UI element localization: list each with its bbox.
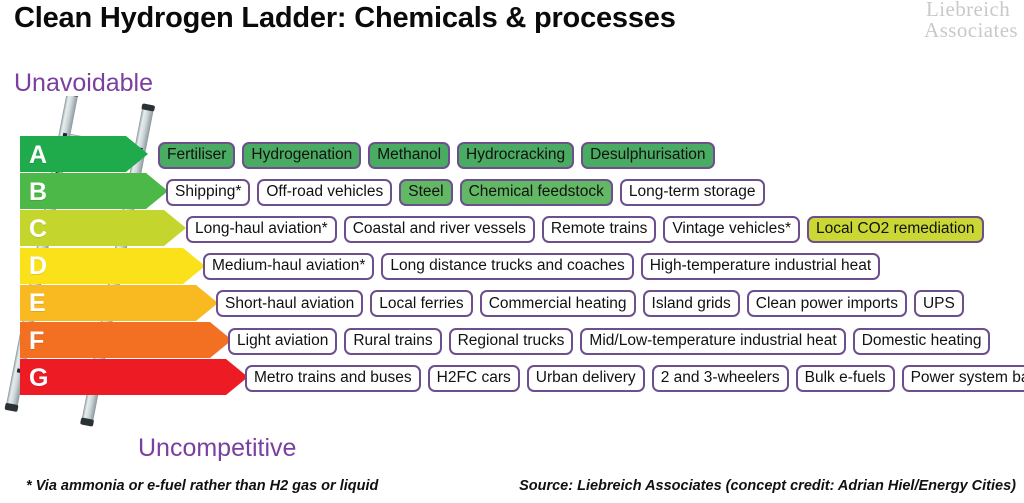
page-title: Clean Hydrogen Ladder: Chemicals & proce… xyxy=(14,2,676,34)
source-text: Source: Liebreich Associates (concept cr… xyxy=(519,478,1016,494)
use-case-pill[interactable]: Long-term storage xyxy=(619,178,765,206)
grade-letter-b: B xyxy=(29,177,48,206)
use-case-pill[interactable]: Local CO2 remediation xyxy=(807,215,984,243)
use-case-pill[interactable]: Long distance trucks and coaches xyxy=(381,253,634,281)
grade-items-c: Long-haul aviation*Coastal and river ves… xyxy=(186,210,984,248)
use-case-pill[interactable]: Power system balancing xyxy=(901,364,1024,392)
grade-letter-d: D xyxy=(29,252,48,281)
use-case-pill[interactable]: Hydrocracking xyxy=(457,141,575,169)
grade-letter-f: F xyxy=(29,326,45,355)
use-case-pill[interactable]: Regional trucks xyxy=(448,327,574,355)
use-case-pill[interactable]: Steel xyxy=(399,178,453,206)
use-case-pill[interactable]: Domestic heating xyxy=(852,327,991,355)
use-case-pill[interactable]: Desulphurisation xyxy=(581,141,715,169)
axis-label-uncompetitive: Uncompetitive xyxy=(138,434,297,462)
grade-letter-e: E xyxy=(29,289,46,318)
grade-arrow-c xyxy=(20,210,186,248)
use-case-pill[interactable]: Long-haul aviation* xyxy=(186,215,337,243)
axis-label-unavoidable: Unavoidable xyxy=(14,69,153,97)
use-case-pill[interactable]: Clean power imports xyxy=(746,290,907,318)
use-case-pill[interactable]: 2 and 3-wheelers xyxy=(651,364,789,392)
use-case-pill[interactable]: Vintage vehicles* xyxy=(663,215,801,243)
use-case-pill[interactable]: H2FC cars xyxy=(427,364,520,392)
use-case-pill[interactable]: Short-haul aviation xyxy=(216,290,364,318)
use-case-pill[interactable]: Off-road vehicles xyxy=(257,178,393,206)
grade-items-d: Medium-haul aviation*Long distance truck… xyxy=(203,248,881,286)
use-case-pill[interactable]: Chemical feedstock xyxy=(459,178,613,206)
use-case-pill[interactable]: Coastal and river vessels xyxy=(343,215,535,243)
use-case-pill[interactable]: Bulk e-fuels xyxy=(795,364,895,392)
use-case-pill[interactable]: Remote trains xyxy=(541,215,657,243)
use-case-pill[interactable]: Methanol xyxy=(368,141,451,169)
grade-letter-g: G xyxy=(29,363,49,392)
use-case-pill[interactable]: Mid/Low-temperature industrial heat xyxy=(580,327,846,355)
liebreich-associates-logo: Liebreich Associates xyxy=(918,0,1018,42)
use-case-pill[interactable]: Metro trains and buses xyxy=(245,364,421,392)
use-case-pill[interactable]: UPS xyxy=(913,290,964,318)
use-case-pill[interactable]: High-temperature industrial heat xyxy=(640,253,881,281)
use-case-pill[interactable]: Commercial heating xyxy=(479,290,636,318)
grade-arrow-d xyxy=(20,247,205,286)
grade-arrow-e xyxy=(20,284,218,323)
grade-arrow-g xyxy=(20,359,248,397)
use-case-pill[interactable]: Urban delivery xyxy=(526,364,645,392)
use-case-pill[interactable]: Hydrogenation xyxy=(242,141,362,169)
grade-arrow-b xyxy=(20,173,168,211)
use-case-pill[interactable]: Rural trains xyxy=(344,327,442,355)
use-case-pill[interactable]: Medium-haul aviation* xyxy=(203,253,375,281)
use-case-pill[interactable]: Local ferries xyxy=(370,290,473,318)
use-case-pill[interactable]: Shipping* xyxy=(166,178,251,206)
logo-line-2: Associates xyxy=(924,18,1018,43)
use-case-pill[interactable]: Light aviation xyxy=(228,327,338,355)
use-case-pill[interactable]: Fertiliser xyxy=(158,141,236,169)
grade-letter-c: C xyxy=(29,214,48,243)
footnote-text: * Via ammonia or e-fuel rather than H2 g… xyxy=(26,478,379,494)
grade-arrow-f xyxy=(20,322,232,360)
grade-letter-a: A xyxy=(29,140,48,169)
use-case-pill[interactable]: Island grids xyxy=(642,290,740,318)
grade-arrow-a xyxy=(20,136,148,174)
logo-line-1: Liebreich xyxy=(926,0,1011,21)
